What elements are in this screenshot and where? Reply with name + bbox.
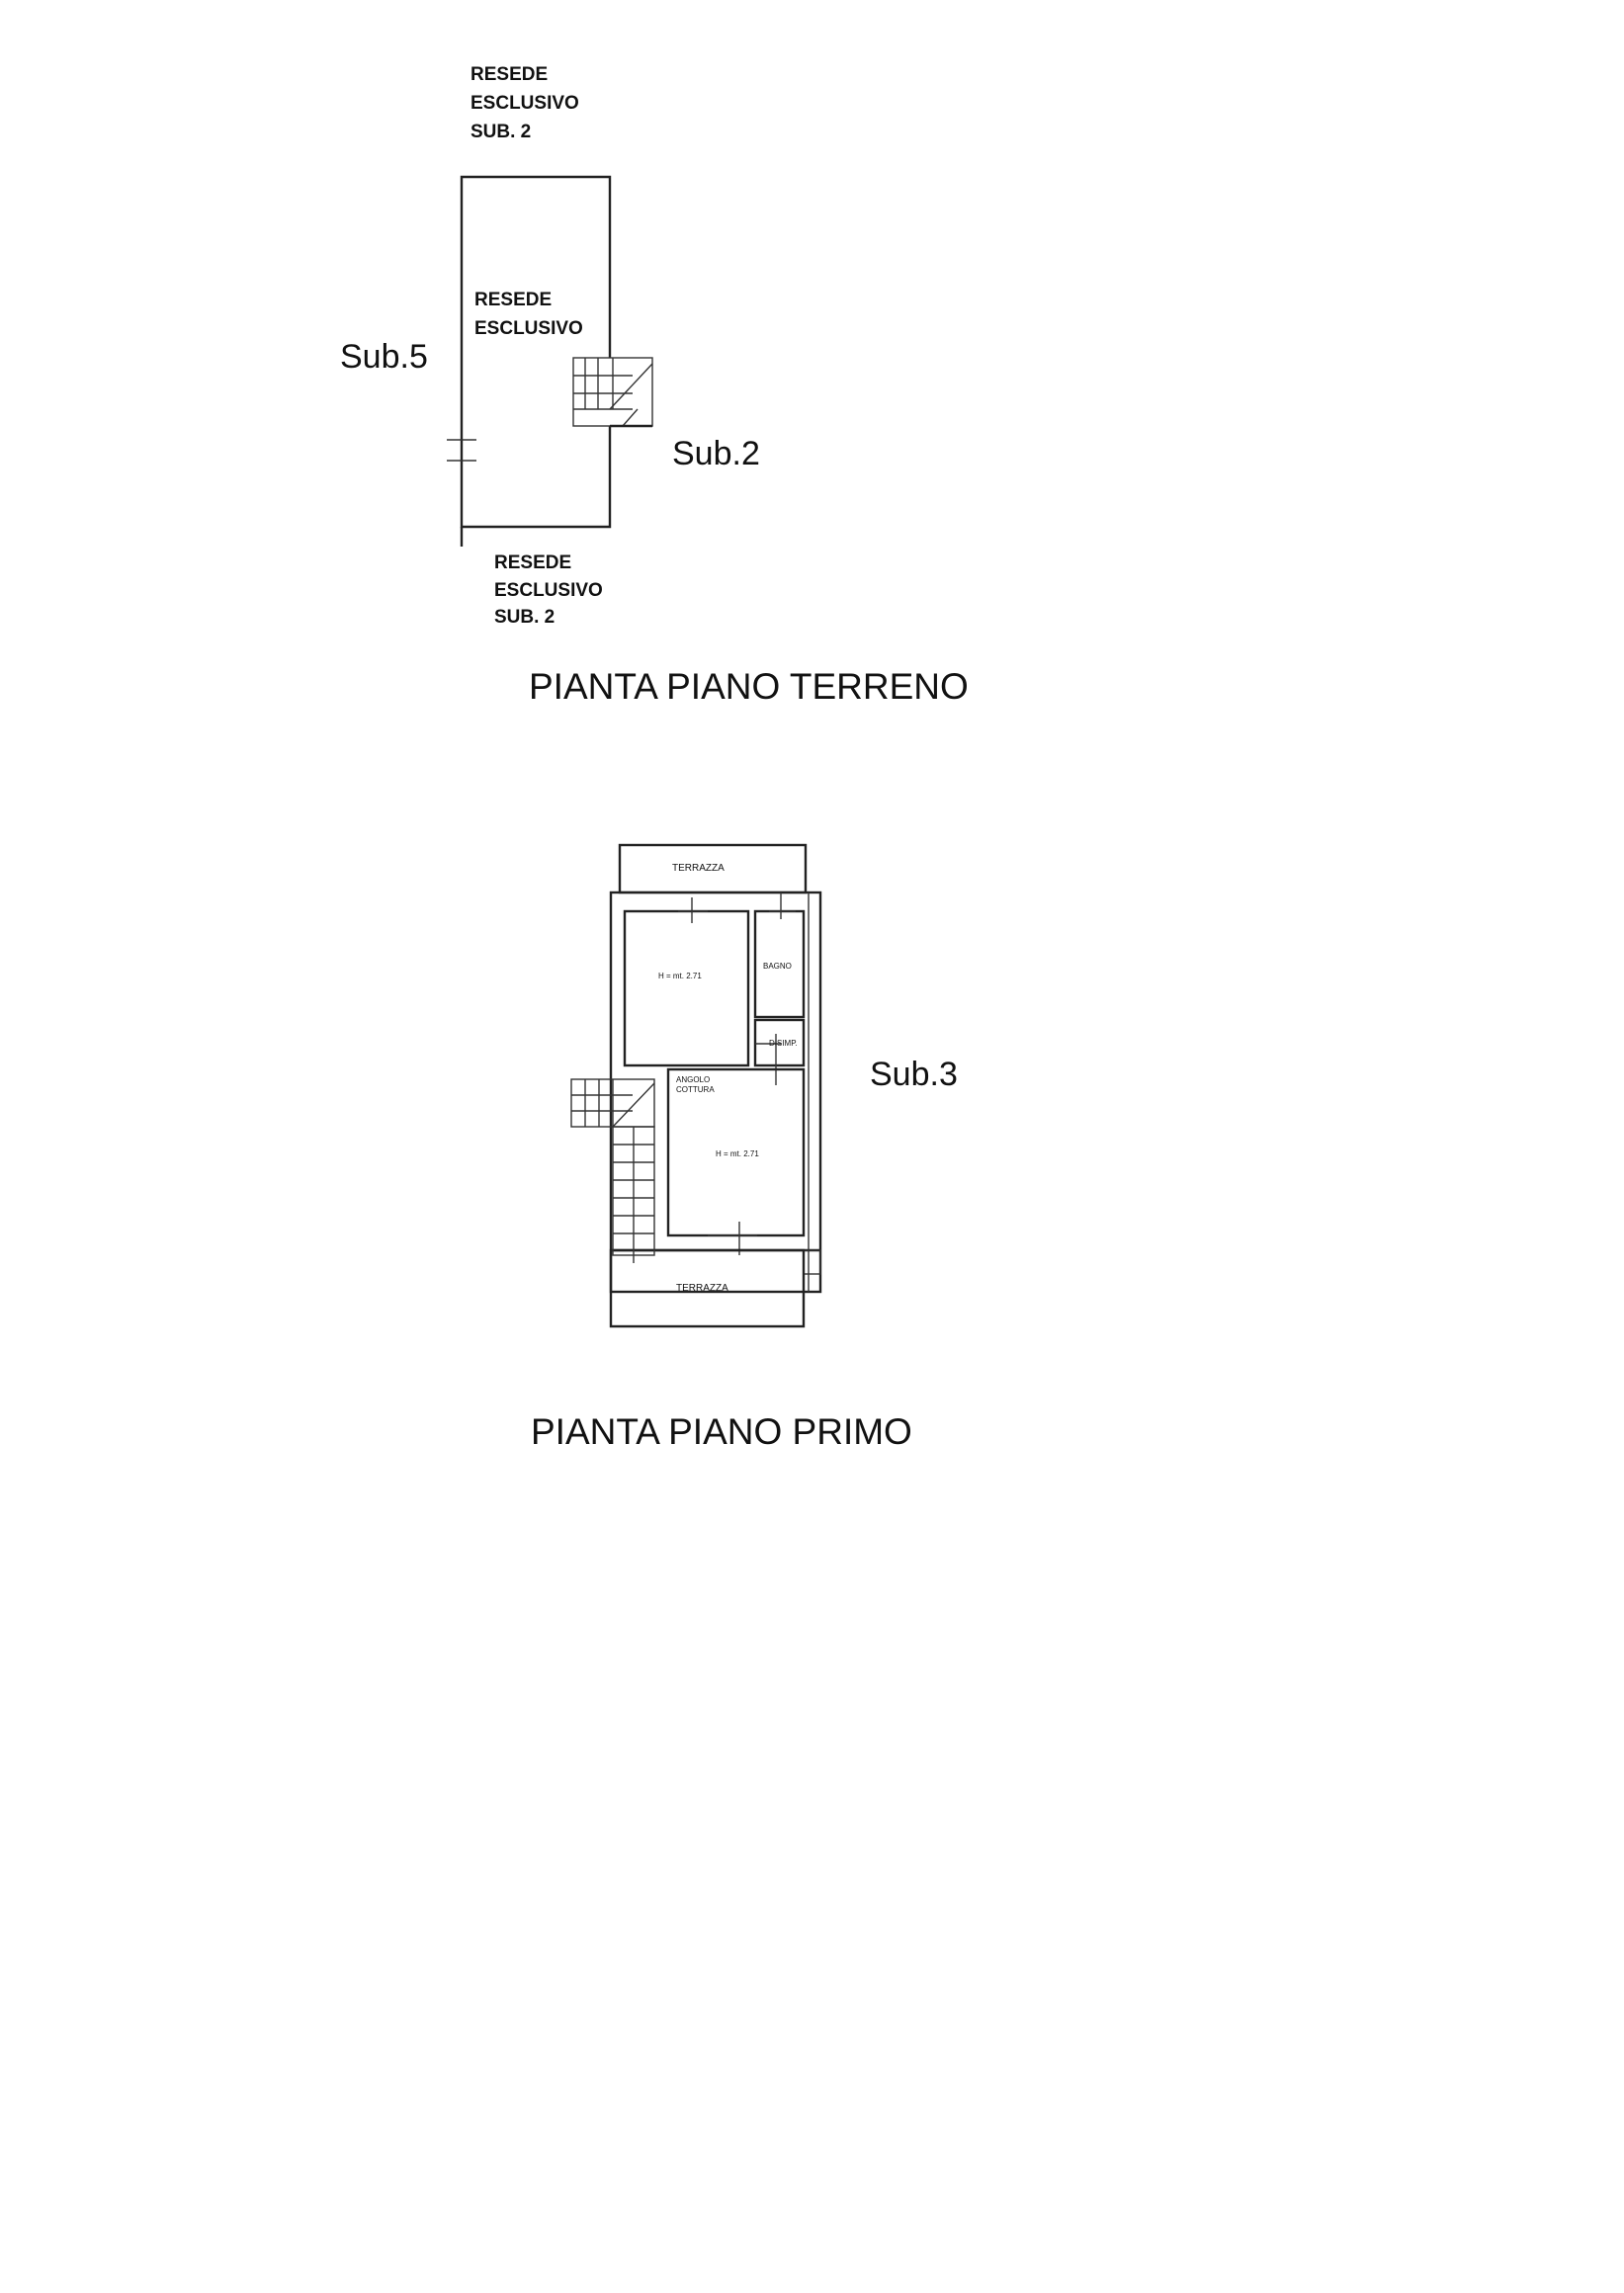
- ground-stair: [572, 357, 653, 428]
- first-floor-stair: [570, 1078, 655, 1263]
- bedroom-height-label: H = mt. 2.71: [658, 972, 702, 980]
- top-resede-line-2: ESCLUSIVO: [470, 93, 579, 114]
- first-floor-plan: TERRAZZA H = mt. 2.71 BAGNO DISIMP. ANGO…: [531, 843, 958, 1452]
- bathroom-label: BAGNO: [763, 962, 792, 971]
- ground-floor-plan: RESEDE ESCLUSIVO SUB. 2 RESEDE ESCLUSIVO: [340, 64, 969, 707]
- bedroom-room: [623, 909, 750, 1067]
- hallway-label: DISIMP.: [769, 1039, 798, 1048]
- terrace-bottom-label: TERRAZZA: [676, 1283, 728, 1294]
- terrace-corner-pillar: [803, 1249, 821, 1275]
- top-resede-line-3: SUB. 2: [470, 122, 531, 142]
- sub2-label: Sub.2: [672, 435, 760, 472]
- first-floor-outline: [609, 891, 822, 1294]
- bottom-resede-line-3: SUB. 2: [494, 607, 555, 628]
- kitchen-label-line-1: ANGOLO: [676, 1075, 710, 1084]
- terrace-bottom: [609, 1248, 806, 1328]
- kitchen-label-line-2: COTTURA: [676, 1085, 715, 1094]
- hallway-room: [753, 1018, 806, 1067]
- inner-resede-line-1: RESEDE: [474, 290, 552, 310]
- top-resede-line-1: RESEDE: [470, 64, 548, 85]
- first-floor-title: PIANTA PIANO PRIMO: [531, 1411, 912, 1452]
- sub3-label: Sub.3: [870, 1056, 958, 1093]
- inner-resede-line-2: ESCLUSIVO: [474, 318, 583, 339]
- terrace-top-label: TERRAZZA: [672, 863, 725, 874]
- bottom-resede-line-2: ESCLUSIVO: [494, 580, 603, 601]
- kitchen-height-label: H = mt. 2.71: [716, 1149, 759, 1158]
- ground-floor-title: PIANTA PIANO TERRENO: [529, 666, 969, 707]
- bottom-resede-line-1: RESEDE: [494, 552, 571, 573]
- sub5-label: Sub.5: [340, 338, 428, 376]
- ground-floor-outline: [460, 175, 612, 529]
